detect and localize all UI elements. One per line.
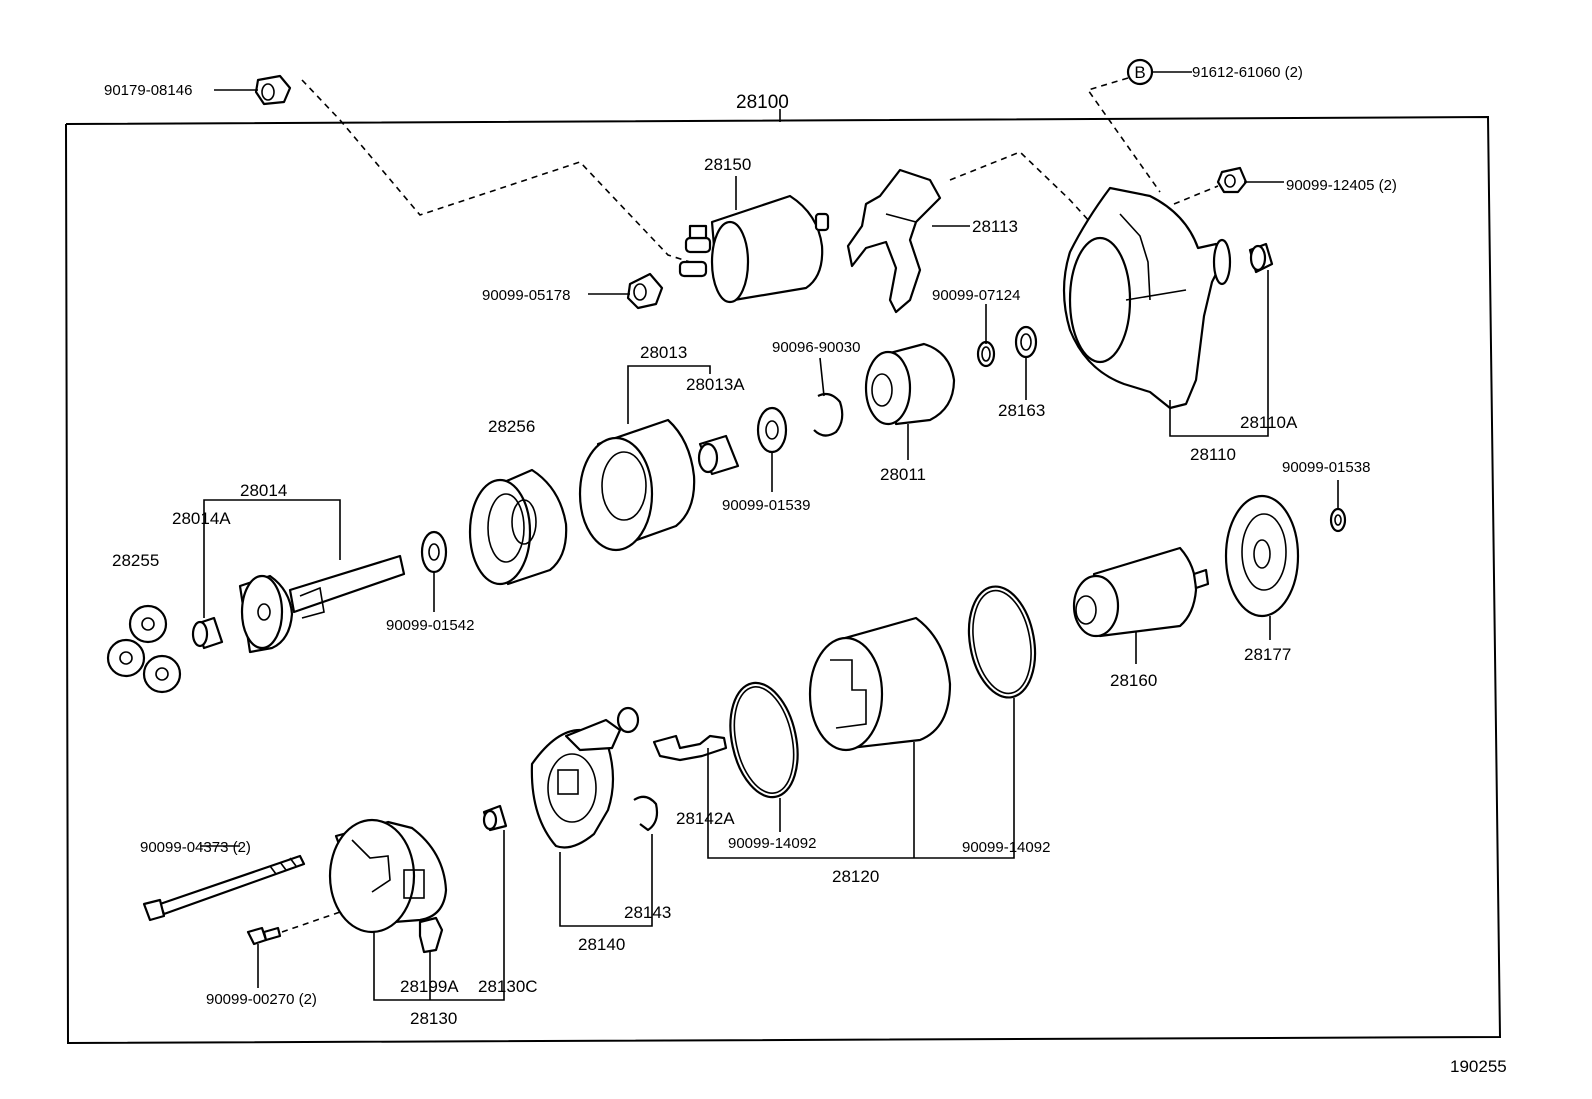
planetary-shaft-28014 [238, 554, 406, 654]
plug-28199A [418, 916, 444, 954]
bushing-28110A [1248, 242, 1274, 274]
nut-90179-08146 [254, 74, 292, 106]
label-90096-90030: 90096-90030 [772, 339, 860, 356]
label-28160: 28160 [1110, 671, 1157, 690]
internal-gear-28256 [468, 468, 568, 586]
brush-lead-28142A [652, 734, 728, 762]
label-90099-01538: 90099-01538 [1282, 459, 1370, 476]
label-28110: 28110 [1190, 445, 1236, 464]
clutch-28011 [864, 342, 956, 426]
label-28140: 28140 [578, 935, 625, 954]
bushing-28013A [697, 434, 740, 476]
label-28150: 28150 [704, 155, 751, 174]
washer-90099-01542 [420, 530, 448, 574]
label-28199A: 28199A [400, 977, 459, 996]
label-91612-61060: 91612-61060 (2) [1192, 64, 1303, 81]
drive-lever-28113 [846, 168, 942, 314]
bushing-28014A [191, 616, 224, 650]
label-90099-01539: 90099-01539 [722, 497, 810, 514]
bushing-28130C [482, 804, 508, 832]
brush-spring-28143 [633, 795, 659, 832]
washer-90099-01538 [1329, 507, 1347, 533]
yoke-28120 [808, 616, 952, 752]
through-bolt-90099-04373 [142, 854, 306, 922]
label-28013A: 28013A [686, 375, 745, 394]
o-ring-90099-14092-left [729, 681, 799, 799]
label-90099-14092-right: 90099-14092 [962, 839, 1050, 856]
figure-reference-number: 190255 [1450, 1057, 1507, 1076]
label-90099-04373: 90099-04373 (2) [140, 839, 251, 856]
snap-ring-90099-07124 [976, 340, 996, 368]
label-28011: 28011 [880, 465, 926, 484]
label-28130: 28130 [410, 1009, 457, 1028]
end-frame-28130 [328, 818, 448, 934]
planetary-gears-28255 [106, 604, 182, 694]
armature-28160 [1072, 546, 1210, 638]
label-28113: 28113 [972, 217, 1018, 236]
label-28014A: 28014A [172, 509, 231, 528]
label-28163: 28163 [998, 401, 1045, 420]
label-28255: 28255 [112, 551, 159, 570]
callout-marker-text: B [1134, 63, 1145, 82]
label-90099-01542: 90099-01542 [386, 617, 474, 634]
label-90099-05178: 90099-05178 [482, 287, 570, 304]
part-labels: 90179-08146 91612-61060 (2) 28100 28150 … [104, 64, 1507, 1076]
nut-90099-05178 [626, 272, 664, 310]
drive-housing-28013 [578, 418, 696, 552]
armature-plate-28177 [1224, 494, 1300, 618]
retainer-28163 [1014, 325, 1038, 359]
label-90179-08146: 90179-08146 [104, 82, 192, 99]
assembly-guide-lines [281, 77, 1219, 933]
label-28014: 28014 [240, 481, 287, 500]
label-90099-14092-left: 90099-14092 [728, 835, 816, 852]
label-28142A: 28142A [676, 809, 735, 828]
screw-90099-00270 [246, 926, 282, 946]
label-90099-07124: 90099-07124 [932, 287, 1020, 304]
label-28130C: 28130C [478, 977, 538, 996]
label-90099-00270: 90099-00270 (2) [206, 991, 317, 1008]
label-28110A: 28110A [1240, 413, 1298, 432]
label-28143: 28143 [624, 903, 671, 922]
label-28120: 28120 [832, 867, 879, 886]
leader-lines [200, 71, 1339, 1001]
nut-90099-12405 [1216, 166, 1248, 194]
snap-ring-90096-90030 [813, 392, 844, 437]
callout-marker-b: B [1126, 58, 1154, 86]
label-28256: 28256 [488, 417, 535, 436]
washer-90099-01539 [756, 406, 788, 454]
starter-housing-28110 [1062, 186, 1232, 410]
label-28013: 28013 [640, 343, 687, 362]
label-90099-12405: 90099-12405 (2) [1286, 177, 1397, 194]
brush-holder-28140 [530, 706, 640, 849]
assembly-frame [65, 109, 1502, 1045]
magnetic-switch-28150 [678, 194, 830, 304]
label-28177: 28177 [1244, 645, 1291, 664]
o-ring-90099-14092-right [967, 585, 1037, 699]
label-28100: 28100 [736, 92, 789, 113]
